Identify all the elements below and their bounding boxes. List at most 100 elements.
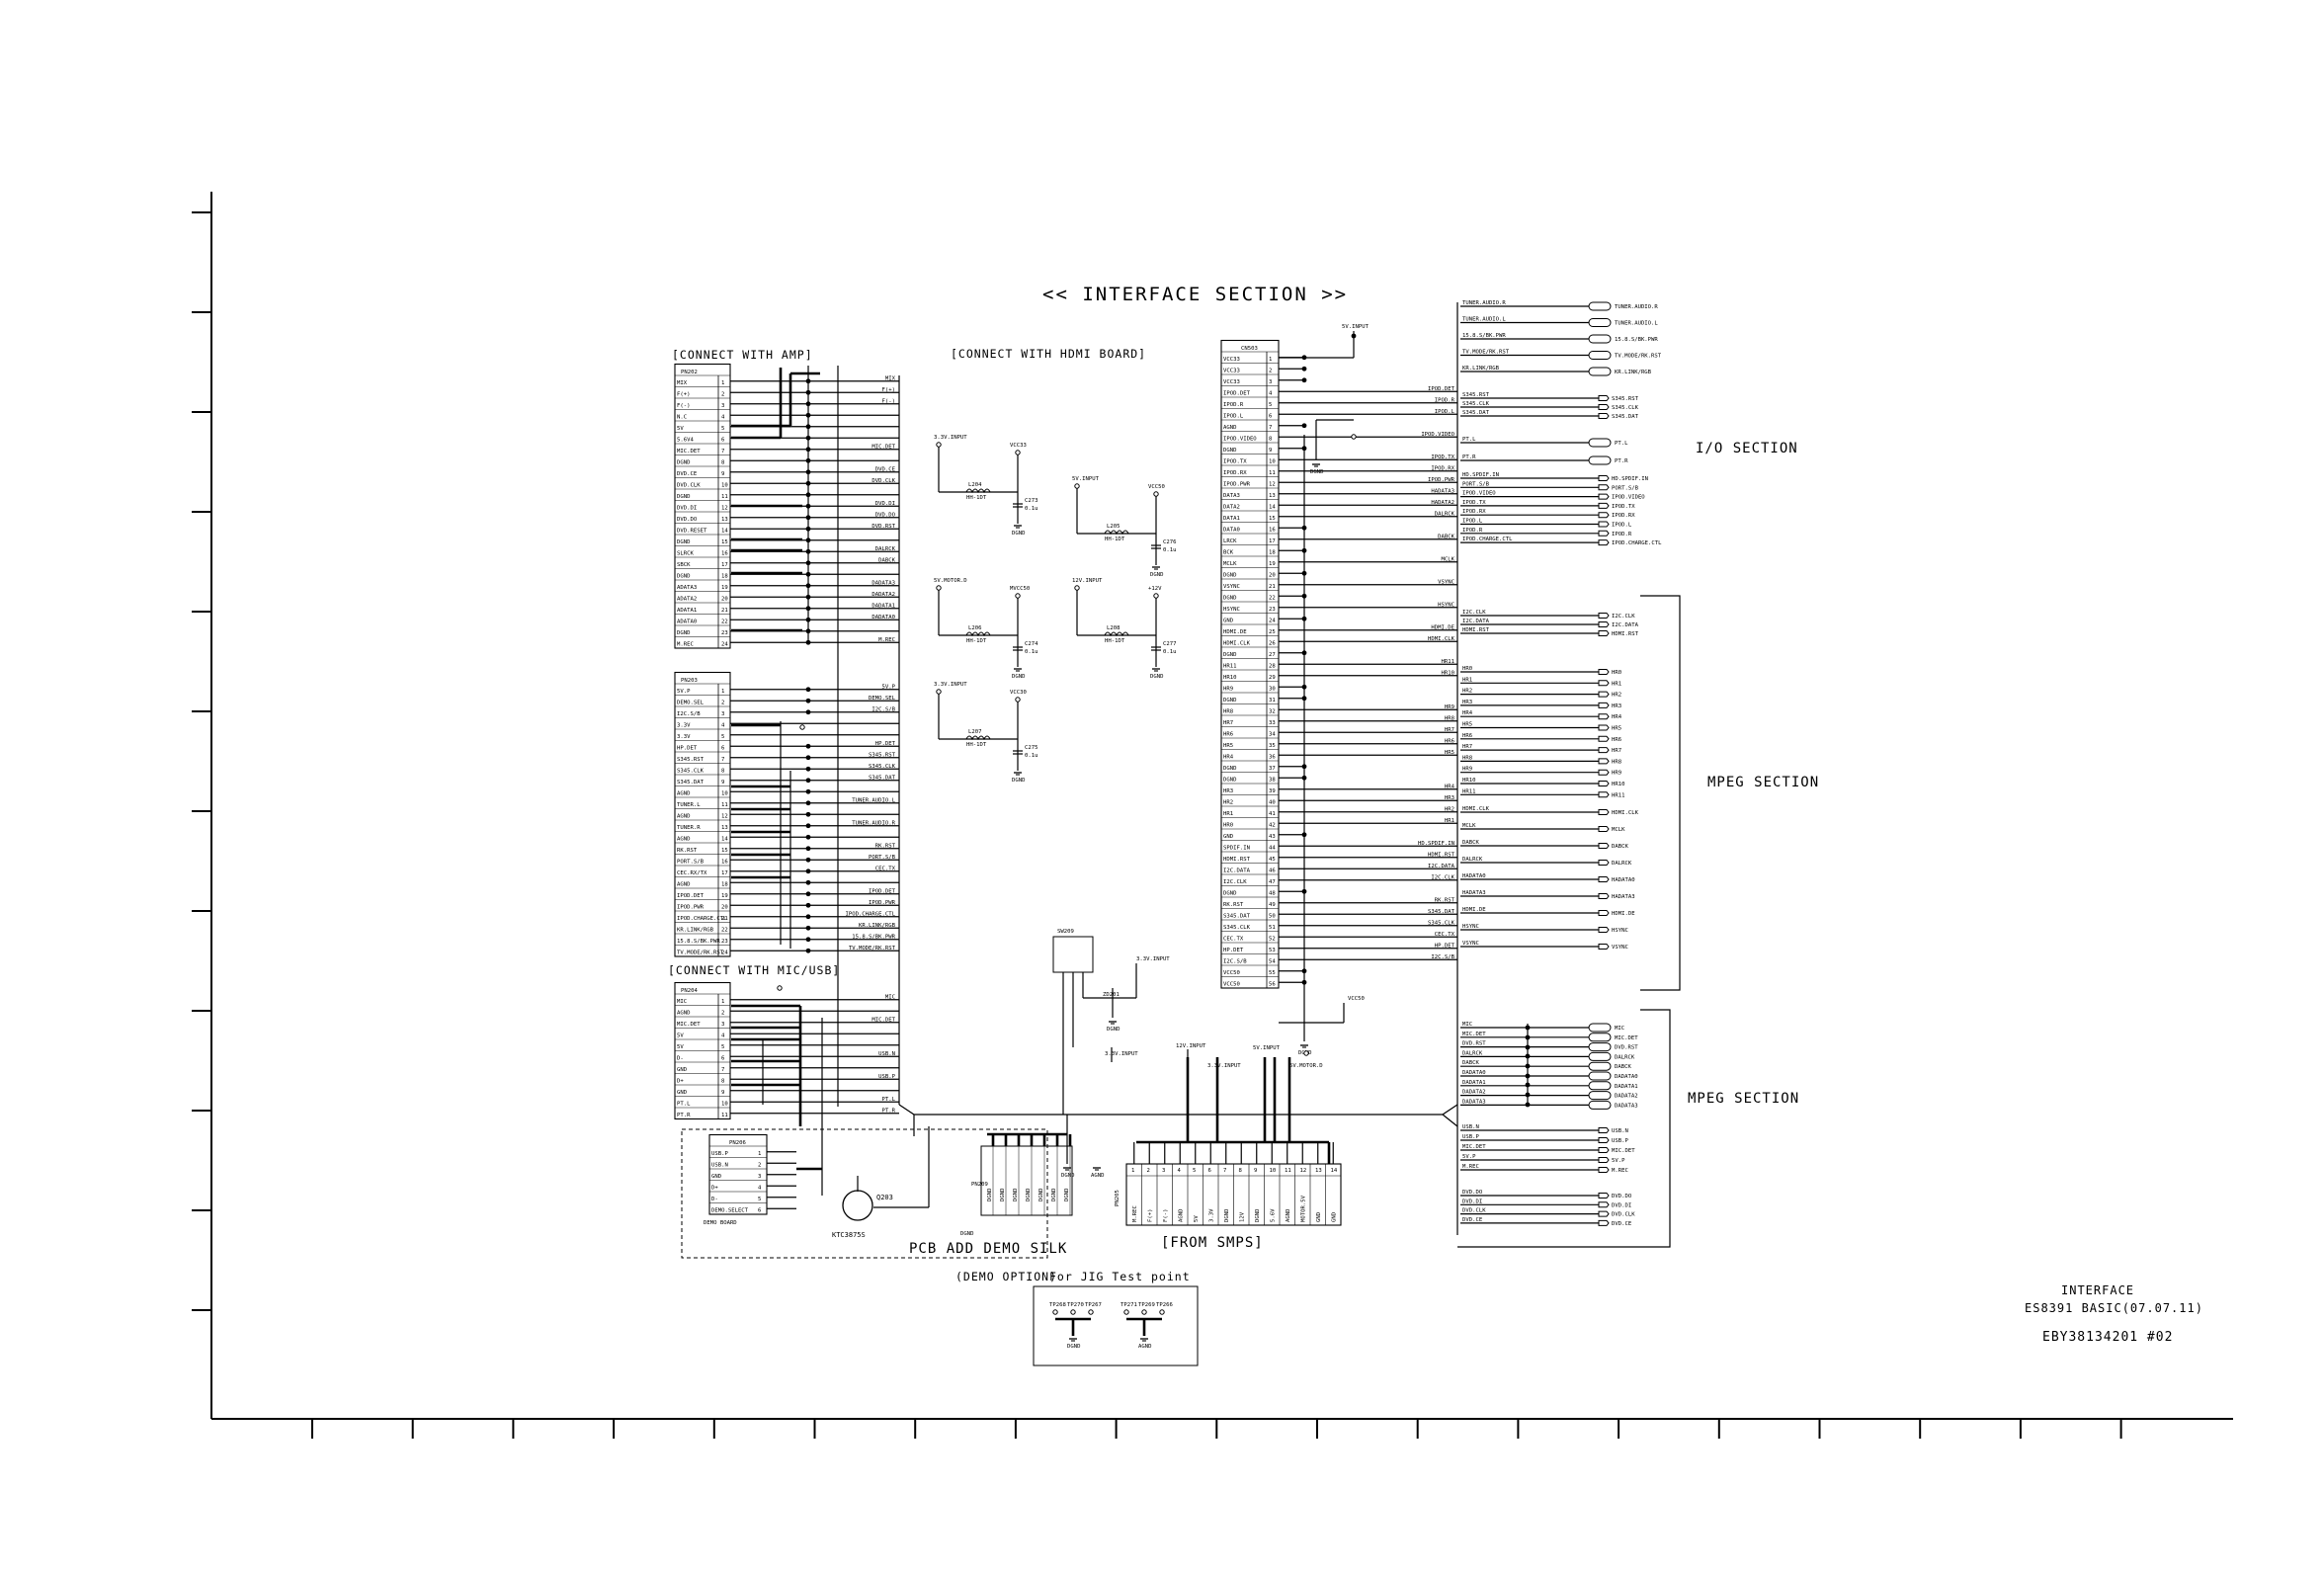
terminal-label: DVD.CE — [1612, 1221, 1632, 1227]
connector-pn202-pin: ADATA1 — [677, 608, 697, 614]
connector-cn503-pin: DGND — [1223, 448, 1237, 454]
connector-pn203-pin: AGND — [677, 882, 691, 888]
connector-cn503-pin-number: 2 — [1269, 369, 1272, 374]
terminal-label: DADATA2 — [1615, 1094, 1638, 1100]
connector-pn204-pin: AGND — [677, 1011, 691, 1017]
net-label: HR5 — [1445, 750, 1454, 756]
terminal-symbol — [1598, 769, 1610, 776]
terminal-symbol — [1598, 944, 1610, 950]
connector-cn503-pin-number: 18 — [1269, 550, 1276, 556]
net-label: IPOD.RX — [1462, 509, 1486, 515]
net-label: DVD.CE — [1462, 1217, 1483, 1223]
connector-cn503-pin-number: 17 — [1269, 538, 1276, 544]
terminal-label: PT.L — [1615, 441, 1628, 447]
inductor-part: HH-1DT — [1105, 537, 1125, 542]
net-label: IPOD.R — [1462, 528, 1483, 534]
inductor-part: HH-1DT — [1105, 638, 1125, 644]
net-label: DABCK — [1462, 840, 1479, 846]
terminal-symbol — [1598, 630, 1610, 636]
junction-dot — [1301, 525, 1307, 531]
series-resistor — [805, 902, 811, 908]
net-label: DABCK — [878, 557, 895, 563]
connector-cn503-pin-number: 12 — [1269, 482, 1276, 488]
connector-pn204-ref: PN204 — [681, 988, 698, 994]
connector-pn203-pin: PORT.S/B — [677, 860, 705, 866]
connector-pn202-pin-number: 14 — [721, 529, 728, 535]
connector-cn503-pin: IPOD.DET — [1223, 391, 1251, 397]
connector-cn503-pin-number: 25 — [1269, 629, 1276, 635]
terminal-symbol — [1598, 1210, 1610, 1217]
connector-pn202-pin-number: 4 — [721, 415, 725, 421]
wires — [730, 302, 1681, 1248]
connector-cn503-pin: RK.RST — [1223, 902, 1244, 908]
series-resistor — [805, 606, 811, 612]
filter-input-label: 3.3V.INPUT — [934, 682, 967, 688]
connector-pn206-ref: PN206 — [729, 1140, 746, 1146]
terminal-symbol — [1588, 318, 1612, 327]
series-resistor — [805, 925, 811, 931]
connector-cn503-pin-number: 3 — [1269, 379, 1272, 385]
terminal-symbol — [1598, 680, 1610, 687]
test-point — [1088, 1309, 1094, 1315]
rail-label: VCC50 — [1148, 484, 1165, 490]
net-label: IPOD.RX — [1431, 465, 1454, 471]
connector-cn503-pin: I2C.S/B — [1223, 959, 1247, 965]
terminal-label: IPOD.L — [1612, 523, 1632, 529]
connector-cn503-pin-number: 22 — [1269, 596, 1276, 602]
power-input-label: 3.3V.INPUT — [1105, 1051, 1138, 1057]
series-resistor — [805, 709, 811, 715]
terminal-symbol — [1598, 758, 1610, 765]
terminal-label: TUNER.AUDIO.L — [1615, 321, 1658, 327]
junction-dot — [1525, 1025, 1531, 1031]
connector-smps-pin-number: 13 — [1315, 1168, 1322, 1174]
group-label-demo-option: (DEMO OPTION) — [955, 1270, 1057, 1283]
connector-pn203-pin-number: 8 — [721, 769, 725, 775]
junction-dot — [1301, 446, 1307, 452]
connector-pn202-pin-number: 19 — [721, 585, 728, 591]
connector-pn202-pin-number: 8 — [721, 460, 725, 466]
terminal-label: PORT.S/B — [1612, 485, 1639, 491]
connector-smps-pin-number: 11 — [1285, 1168, 1291, 1174]
net-label: DALRCK — [875, 546, 896, 552]
terminal-label: TUNER.AUDIO.R — [1615, 304, 1658, 310]
connector-cn503-pin-number: 42 — [1269, 823, 1276, 829]
connector-pn209-pin: DGND — [1038, 1188, 1044, 1201]
net-label: VSYNC — [1462, 941, 1479, 947]
inductor-ref: L206 — [968, 625, 981, 631]
connector-cn503-pin: VCC33 — [1223, 357, 1240, 363]
connector-smps-pin: MOTOR.5V — [1301, 1195, 1307, 1222]
connector-cn503-pin: VCC50 — [1223, 982, 1240, 988]
connector-smps-pin: F(+) — [1148, 1209, 1154, 1222]
test-point — [1153, 593, 1159, 599]
terminal-label: MIC.DET — [1615, 1035, 1638, 1041]
junction-dot — [1525, 1063, 1531, 1069]
net-label: I2C.CLK — [1462, 610, 1486, 616]
terminal-symbol — [1598, 809, 1610, 815]
connector-pn203-pin-number: 4 — [721, 723, 725, 729]
terminal-symbol — [1598, 484, 1610, 491]
test-point — [936, 442, 942, 448]
terminal-symbol — [1598, 1137, 1610, 1143]
series-resistor — [805, 879, 811, 885]
series-resistor — [805, 687, 811, 693]
series-resistor — [805, 755, 811, 761]
connector-pn206-pin-number: 6 — [758, 1208, 761, 1214]
net-label: DVD.CE — [875, 466, 896, 472]
connector-pn202-pin: DVD.DO — [677, 517, 698, 523]
connector-pn202-pin-number: 23 — [721, 630, 728, 636]
net-label: HR6 — [1462, 733, 1472, 739]
net-label: IPOD.PWR — [1428, 477, 1455, 483]
connector-pn203-pin: AGND — [677, 791, 691, 797]
test-point-label: TP270 — [1067, 1302, 1084, 1308]
connector-pn204-pin: MIC — [677, 999, 687, 1005]
terminal-symbol — [1598, 713, 1610, 720]
connector-cn503-pin-number: 52 — [1269, 937, 1276, 943]
connector-cn503-pin: GND — [1223, 834, 1234, 840]
connector-cn503-pin: VCC50 — [1223, 970, 1240, 976]
connector-pn202-pin: ADATA2 — [677, 597, 697, 603]
connector-pn206 — [708, 1133, 768, 1215]
terminal-label: DABCK — [1612, 844, 1628, 850]
junction-dot — [1301, 968, 1307, 974]
